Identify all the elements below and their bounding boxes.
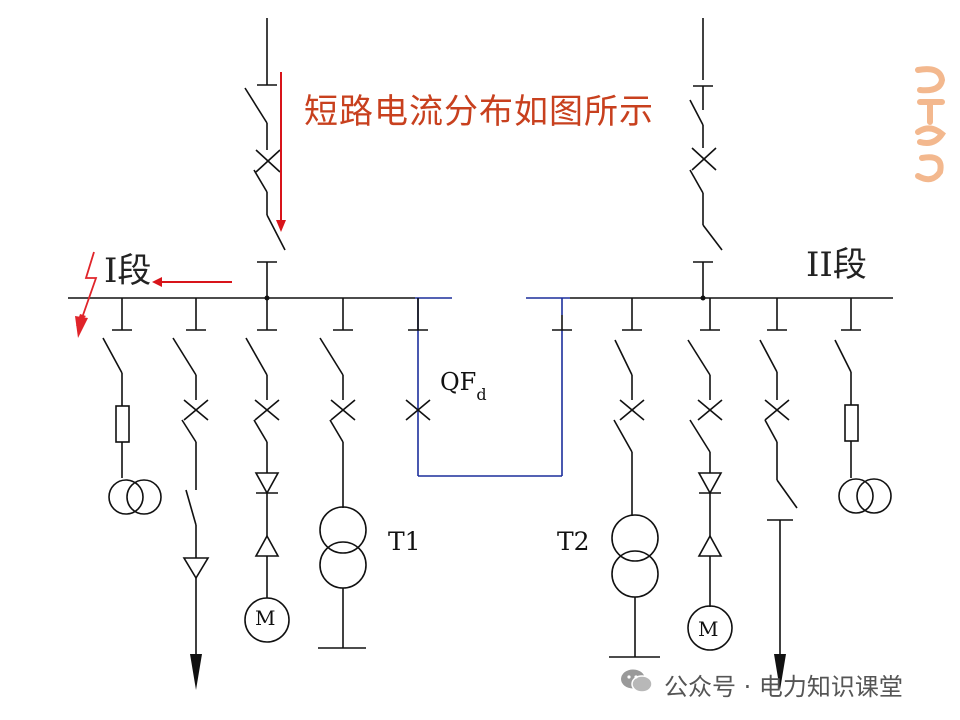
bus-tie-breaker-label: QFd — [440, 368, 487, 404]
bus-section-1-label: I段 — [104, 251, 152, 291]
breaker-name: QF — [440, 368, 477, 396]
breaker-subscript: d — [476, 384, 487, 404]
watermark-text: 公众号 · 电力知识课堂 — [664, 673, 903, 701]
brand-logo — [915, 66, 946, 183]
diagram-title: 短路电流分布如图所示 — [304, 92, 654, 132]
wechat-icon — [621, 669, 653, 693]
motor-1-label: M — [255, 606, 276, 630]
bus-section-2-label: II段 — [806, 245, 867, 285]
transformer-1-label: T1 — [388, 527, 421, 556]
motor-2-label: M — [698, 617, 719, 641]
transformer-2-label: T2 — [557, 527, 590, 556]
